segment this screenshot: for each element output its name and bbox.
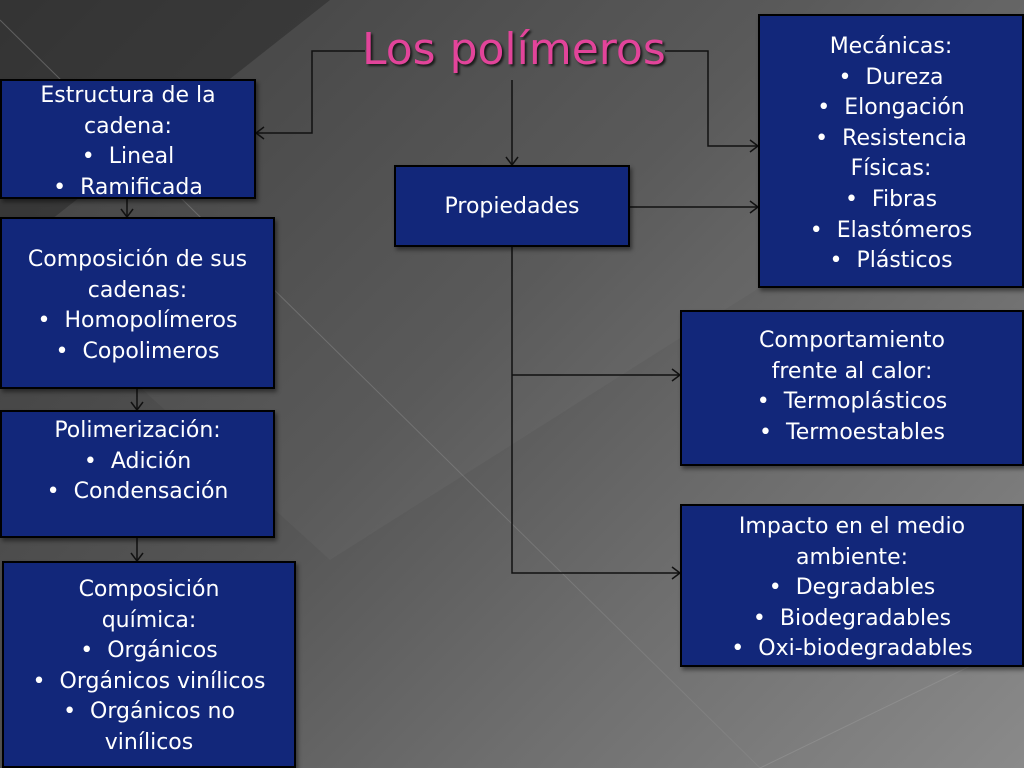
box-mecanicas-fisicas: Mecánicas: Dureza Elongación Resistencia… [758, 14, 1024, 288]
box-impacto-ambiente: Impacto en el medio ambiente: Degradable… [680, 504, 1024, 667]
bullet-list: Homopolímeros Copolimeros [2, 306, 273, 367]
list-item: Ramificada [2, 173, 254, 204]
box-heading: Composición química: [78, 577, 220, 633]
box-propiedades: Propiedades [394, 165, 630, 247]
list-item: Oxi-biodegradables [682, 634, 1022, 665]
box-heading: Impacto en el medio ambiente: [738, 514, 966, 570]
list-item: Adición [2, 447, 273, 478]
bullet-list: Dureza Elongación Resistencia [760, 63, 1022, 155]
box-heading: Polimerización: [54, 418, 221, 443]
box-heading: Mecánicas: [829, 34, 953, 59]
bullet-list: Termoplásticos Termoestables [682, 387, 1022, 448]
list-item: Fibras [760, 185, 1022, 216]
bullet-list: Orgánicos Orgánicos vinílicos Orgánicos … [4, 636, 294, 758]
box-composicion-quimica: Composición química: Orgánicos Orgánicos… [2, 561, 296, 768]
list-item: Termoplásticos [682, 387, 1022, 418]
bullet-list: Adición Condensación [2, 447, 273, 508]
box-estructura-cadena: Estructura de la cadena: Lineal Ramifica… [0, 79, 256, 200]
box-heading: Comportamiento frente al calor: [759, 328, 945, 384]
list-item: Orgánicos [4, 636, 294, 667]
list-item: Biodegradables [682, 604, 1022, 635]
box-composicion-cadenas: Composición de sus cadenas: Homopolímero… [0, 217, 275, 389]
diagram-title: Los polímeros [362, 24, 666, 75]
list-item: Elastómeros [760, 216, 1022, 247]
list-item: Dureza [760, 63, 1022, 94]
bullet-list: Degradables Biodegradables Oxi-biodegrad… [682, 573, 1022, 665]
list-item: Condensación [2, 477, 273, 508]
box-heading: Composición de sus cadenas: [27, 247, 248, 303]
list-item: Degradables [682, 573, 1022, 604]
box-comportamiento-calor: Comportamiento frente al calor: Termoplá… [680, 310, 1024, 466]
box-heading: Estructura de la cadena: [40, 83, 216, 139]
list-item: Copolimeros [2, 337, 273, 368]
list-item: Plásticos [760, 246, 1022, 277]
list-item: Homopolímeros [2, 306, 273, 337]
list-item: Lineal [2, 142, 254, 173]
box-polimerizacion: Polimerización: Adición Condensación [0, 410, 275, 538]
list-item: Resistencia [760, 124, 1022, 155]
bullet-list: Lineal Ramificada [2, 142, 254, 203]
list-item: Elongación [760, 93, 1022, 124]
bullet-list: Fibras Elastómeros Plásticos [760, 185, 1022, 277]
box-subheading: Físicas: [850, 156, 932, 182]
list-item: Termoestables [682, 418, 1022, 449]
box-label: Propiedades [444, 194, 580, 219]
list-item: Orgánicos no vinílicos [4, 697, 294, 758]
list-item: Orgánicos vinílicos [4, 667, 294, 698]
